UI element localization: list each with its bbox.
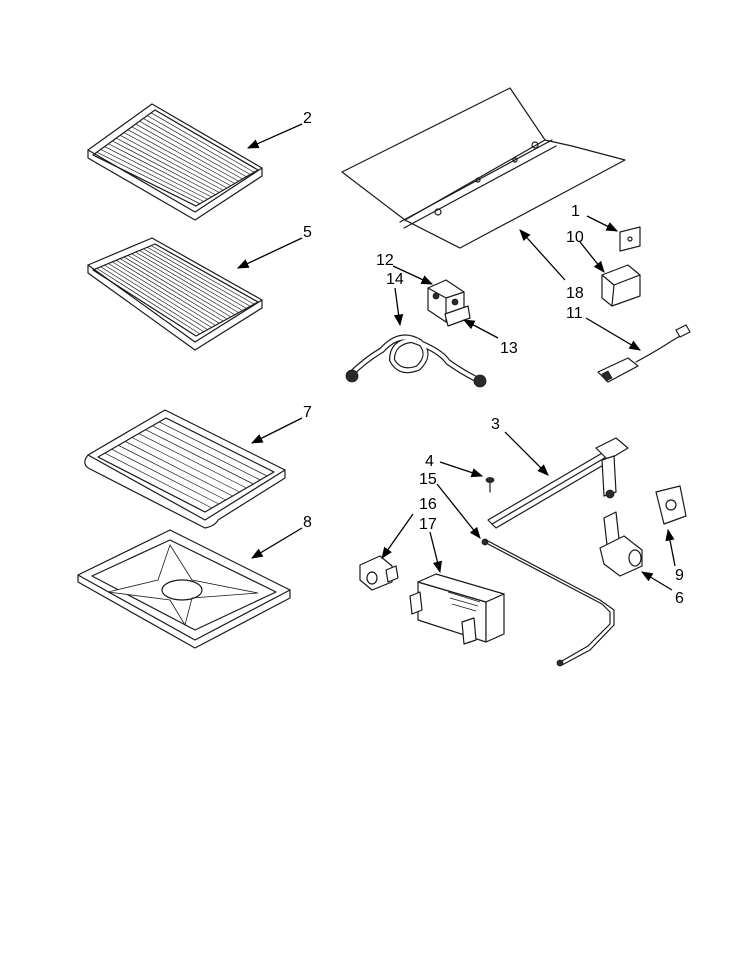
callout-8: 8 bbox=[303, 514, 312, 531]
screw bbox=[485, 477, 495, 493]
burner-tube bbox=[487, 437, 629, 529]
safety-valve bbox=[427, 279, 471, 327]
callout-1: 1 bbox=[571, 203, 580, 220]
broiler-grid bbox=[84, 409, 286, 529]
bracket bbox=[619, 226, 641, 252]
gas-valve bbox=[359, 555, 399, 591]
callout-labels: 2 5 7 8 1 10 18 11 12 14 13 3 4 15 16 17… bbox=[303, 110, 684, 607]
gas-tube bbox=[481, 538, 615, 667]
callout-4: 4 bbox=[425, 453, 434, 470]
regulator bbox=[409, 573, 505, 645]
orifice-elbow bbox=[599, 511, 643, 577]
callout-18: 18 bbox=[566, 285, 584, 302]
callout-9: 9 bbox=[675, 567, 684, 584]
callout-16: 16 bbox=[419, 496, 437, 513]
callout-6: 6 bbox=[675, 590, 684, 607]
callout-11: 11 bbox=[566, 305, 583, 322]
mounting-plate bbox=[655, 485, 687, 525]
callout-10: 10 bbox=[566, 229, 584, 246]
broiler-pan bbox=[77, 529, 291, 649]
callout-13: 13 bbox=[500, 340, 518, 357]
burner-baffle bbox=[341, 87, 626, 249]
callout-2: 2 bbox=[303, 110, 312, 127]
callout-12: 12 bbox=[376, 252, 394, 269]
flex-tube bbox=[345, 334, 487, 388]
callout-17: 17 bbox=[419, 516, 437, 533]
callout-14: 14 bbox=[386, 271, 404, 288]
callout-15: 15 bbox=[419, 471, 437, 488]
callout-7: 7 bbox=[303, 404, 312, 421]
callout-3: 3 bbox=[491, 416, 500, 433]
callout-5: 5 bbox=[303, 224, 312, 241]
igniter-bracket bbox=[601, 264, 641, 307]
oven-rack-lower bbox=[87, 237, 263, 351]
igniter bbox=[597, 324, 691, 383]
oven-rack-upper bbox=[87, 103, 263, 221]
leader-lines bbox=[236, 123, 676, 591]
